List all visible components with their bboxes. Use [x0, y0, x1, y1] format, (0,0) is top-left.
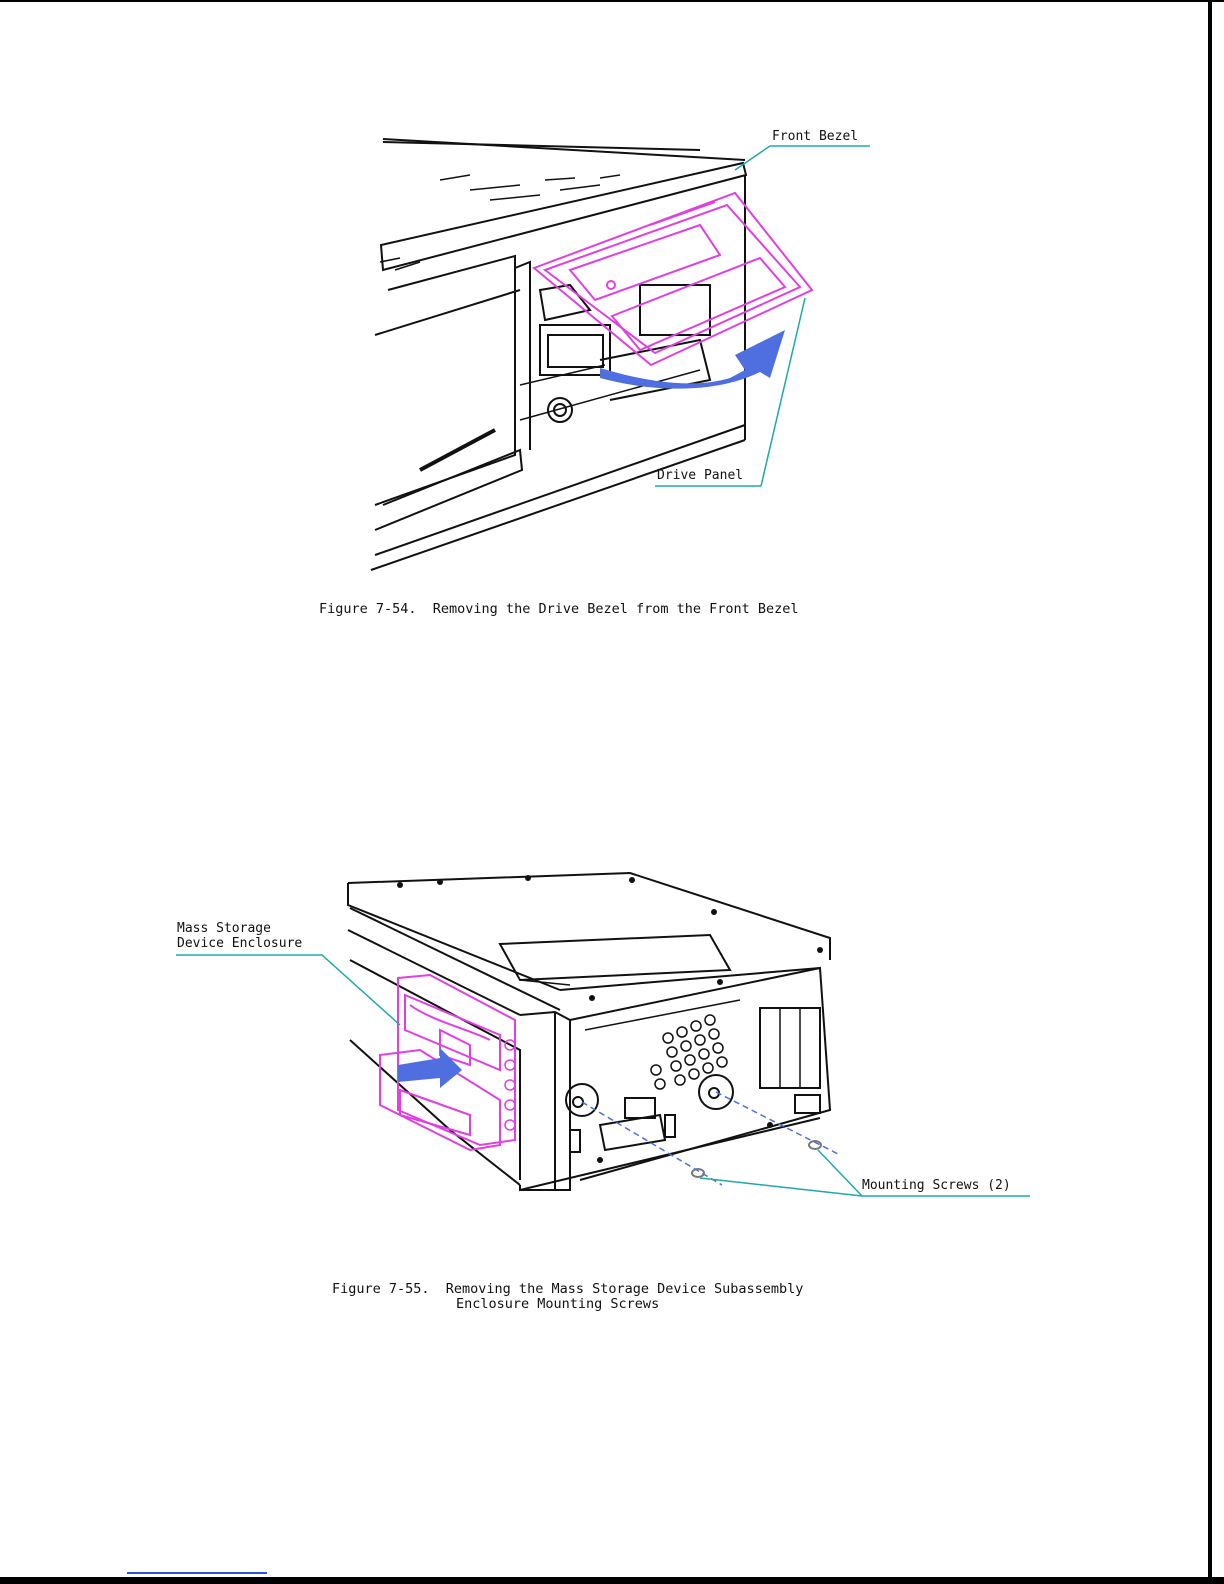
drive-bezel-illustration	[0, 0, 1224, 640]
callout-enclosure-line2: Device Enclosure	[177, 936, 302, 951]
removal-arrow	[398, 1048, 462, 1088]
callout-front-bezel: Front Bezel	[772, 129, 858, 144]
figure-drive-bezel-removal: Front Bezel Drive Panel Figure 7-54. Rem…	[0, 0, 1224, 640]
figure-7-54-caption: Figure 7-54. Removing the Drive Bezel fr…	[319, 602, 799, 617]
figure-enclosure-removal: Mass Storage Device Enclosure Mounting S…	[0, 860, 1224, 1330]
chassis-line-art	[371, 139, 746, 570]
screw-path-lines	[582, 1092, 840, 1185]
leader-lines	[655, 146, 870, 486]
chassis-line-art	[348, 873, 830, 1190]
figure-7-55-caption-line2: Enclosure Mounting Screws	[456, 1297, 659, 1312]
callout-drive-panel: Drive Panel	[657, 468, 743, 483]
mounting-screws	[692, 1141, 821, 1177]
leader-lines	[176, 955, 1030, 1196]
page-border-bottom	[0, 1577, 1224, 1584]
callout-enclosure-line1: Mass Storage	[177, 921, 271, 936]
figure-7-55-caption-line1: Figure 7-55. Removing the Mass Storage D…	[332, 1282, 803, 1297]
removal-arrow	[600, 330, 785, 389]
footer-rule	[127, 1572, 267, 1574]
callout-mounting-screws: Mounting Screws (2)	[862, 1178, 1011, 1193]
